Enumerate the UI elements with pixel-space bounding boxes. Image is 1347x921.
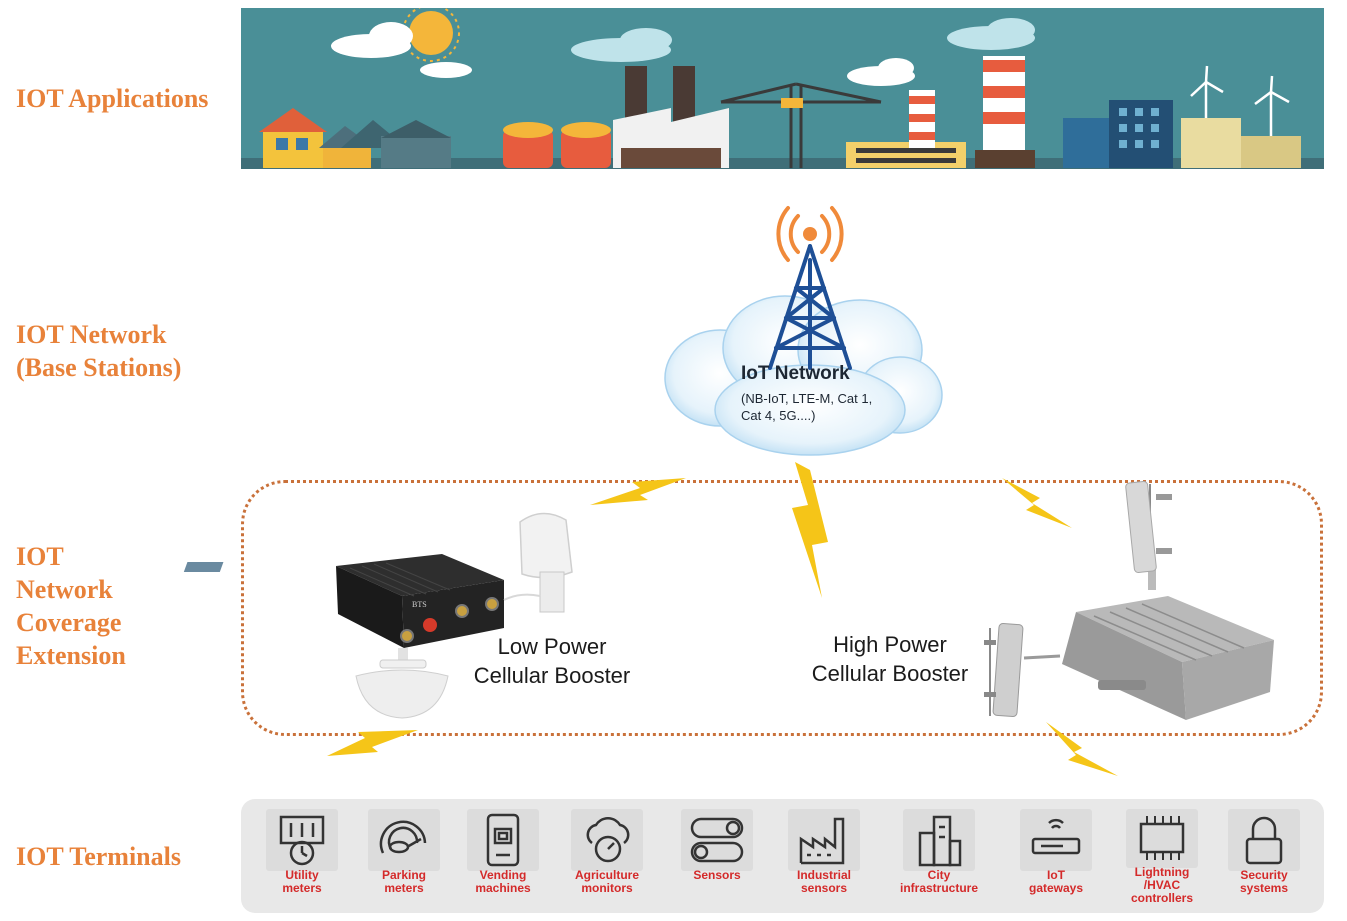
city-building-icon bbox=[918, 815, 962, 867]
chip-icon bbox=[1139, 815, 1185, 860]
terminal-label: Parking meters bbox=[381, 868, 426, 895]
terminal-label: Utility meters bbox=[282, 868, 322, 895]
layer-label-terminals: IOT Terminals bbox=[16, 842, 181, 871]
low-power-booster-label-line1: Low Power bbox=[497, 634, 607, 659]
low-power-booster-label-line2: Cellular Booster bbox=[473, 663, 631, 688]
terminal-label: Security systems bbox=[1239, 868, 1289, 895]
sensor-toggle-icon bbox=[690, 817, 744, 863]
high-power-booster-label: High Power Cellular Booster bbox=[800, 630, 980, 688]
iot-network-cloud bbox=[664, 206, 943, 456]
coverage-extension-box bbox=[241, 480, 1323, 736]
terminal-label: Vending machines bbox=[475, 868, 531, 895]
utility-meter-icon bbox=[279, 815, 325, 866]
terminal-label: Industrial sensors bbox=[796, 868, 851, 895]
layer-label-applications: IOT Applications bbox=[16, 84, 209, 113]
layer-label-coverage: IOT Network Coverage Extension bbox=[16, 540, 126, 672]
terminal-industrial-sensors: Industrial sensors bbox=[776, 809, 872, 905]
layer-label-network: IOT Network (Base Stations) bbox=[16, 318, 181, 384]
terminal-iot-gateways: IoT gateways bbox=[1008, 809, 1104, 905]
terminal-sensors: Sensors bbox=[669, 809, 765, 905]
low-power-booster-label: Low Power Cellular Booster bbox=[462, 632, 642, 690]
layer-label-network-line1: IOT Network bbox=[16, 320, 167, 349]
terminal-city-infrastructure: City infrastructure bbox=[891, 809, 987, 905]
high-power-booster-label-line1: High Power bbox=[833, 632, 947, 657]
layer-label-coverage-line1: IOT bbox=[16, 542, 64, 571]
terminal-label: Agriculture monitors bbox=[574, 868, 639, 895]
cloud-title: IoT Network bbox=[741, 363, 850, 384]
terminal-utility-meters: Utility meters bbox=[254, 809, 350, 905]
cloud-subtitle: (NB-IoT, LTE-M, Cat 1, Cat 4, 5G....) bbox=[741, 391, 873, 423]
padlock-icon bbox=[1245, 816, 1283, 865]
layer-label-coverage-line2: Network bbox=[16, 575, 113, 604]
layer-label-network-line2: (Base Stations) bbox=[16, 353, 182, 382]
terminal-label: Lightning /HVAC controllers bbox=[1130, 865, 1193, 905]
terminal-vending-machines: Vending machines bbox=[455, 809, 551, 905]
terminal-label: Sensors bbox=[693, 868, 741, 882]
parking-meter-icon bbox=[379, 820, 427, 854]
terminal-label: IoT gateways bbox=[1028, 868, 1084, 895]
factory-icon bbox=[799, 817, 845, 865]
layer-label-coverage-line3: Coverage bbox=[16, 608, 122, 637]
agriculture-monitor-icon bbox=[586, 816, 630, 863]
city-skyline-illustration bbox=[241, 8, 1324, 169]
terminal-security-systems: Security systems bbox=[1216, 809, 1312, 905]
terminal-hvac-controllers: Lightning /HVAC controllers bbox=[1114, 809, 1210, 905]
terminal-label: City infrastructure bbox=[899, 868, 979, 895]
terminal-parking-meters: Parking meters bbox=[356, 809, 452, 905]
vending-machine-icon bbox=[486, 813, 520, 867]
layer-label-coverage-line4: Extension bbox=[16, 641, 126, 670]
terminal-agriculture-monitors: Agriculture monitors bbox=[559, 809, 655, 905]
high-power-booster-label-line2: Cellular Booster bbox=[811, 661, 969, 686]
router-icon bbox=[1031, 818, 1081, 855]
